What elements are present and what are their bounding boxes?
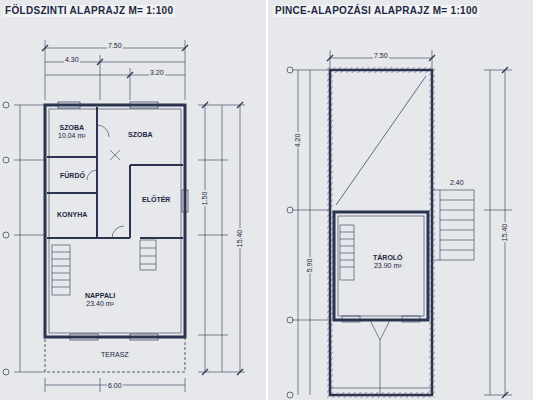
room-name: SZOBA <box>57 124 87 132</box>
room-name: FÜRDŐ <box>59 172 86 180</box>
room-name: TÁROLÓ <box>372 254 404 262</box>
dimension-label: 1.50 <box>201 191 208 207</box>
room: TÁROLÓ23.90 m² <box>372 254 404 270</box>
room-area: 10.04 m² <box>57 132 87 140</box>
room-name: SZOBA <box>127 131 154 139</box>
dimension-label: 15.40 <box>236 229 243 249</box>
dimension-label: 6.00 <box>107 382 123 389</box>
room: FÜRDŐ <box>59 172 86 180</box>
dimension-label: 7.50 <box>373 52 389 59</box>
dimension-label: 4.30 <box>64 56 80 63</box>
room: SZOBA10.04 m² <box>57 124 87 140</box>
room: SZOBA <box>127 131 154 139</box>
room-name: NAPPALI <box>84 292 116 300</box>
room: KONYHA <box>56 211 88 219</box>
dimension-label: 5.90 <box>306 258 313 274</box>
dimension-label: 15.40 <box>501 223 508 243</box>
room: NAPPALI23.40 m² <box>84 292 116 308</box>
room-area: 23.40 m² <box>84 300 116 308</box>
sheet-title: PINCE-ALAPOZÁSI ALAPRAJZ M= 1:100 <box>273 5 480 17</box>
room: ELŐTÉR <box>141 196 171 204</box>
dimension-label: 4.20 <box>294 133 301 149</box>
dimension-label: TERASZ <box>100 351 130 358</box>
dimension-label: 3.20 <box>149 69 165 76</box>
room-name: ELŐTÉR <box>141 196 171 204</box>
sheet-title: FÖLDSZINTI ALAPRAJZ M= 1:100 <box>3 5 175 17</box>
room-name: KONYHA <box>56 211 88 219</box>
dimension-label: 2.40 <box>449 179 465 186</box>
dimension-label: 7.50 <box>107 42 123 49</box>
room-area: 23.90 m² <box>372 262 404 270</box>
